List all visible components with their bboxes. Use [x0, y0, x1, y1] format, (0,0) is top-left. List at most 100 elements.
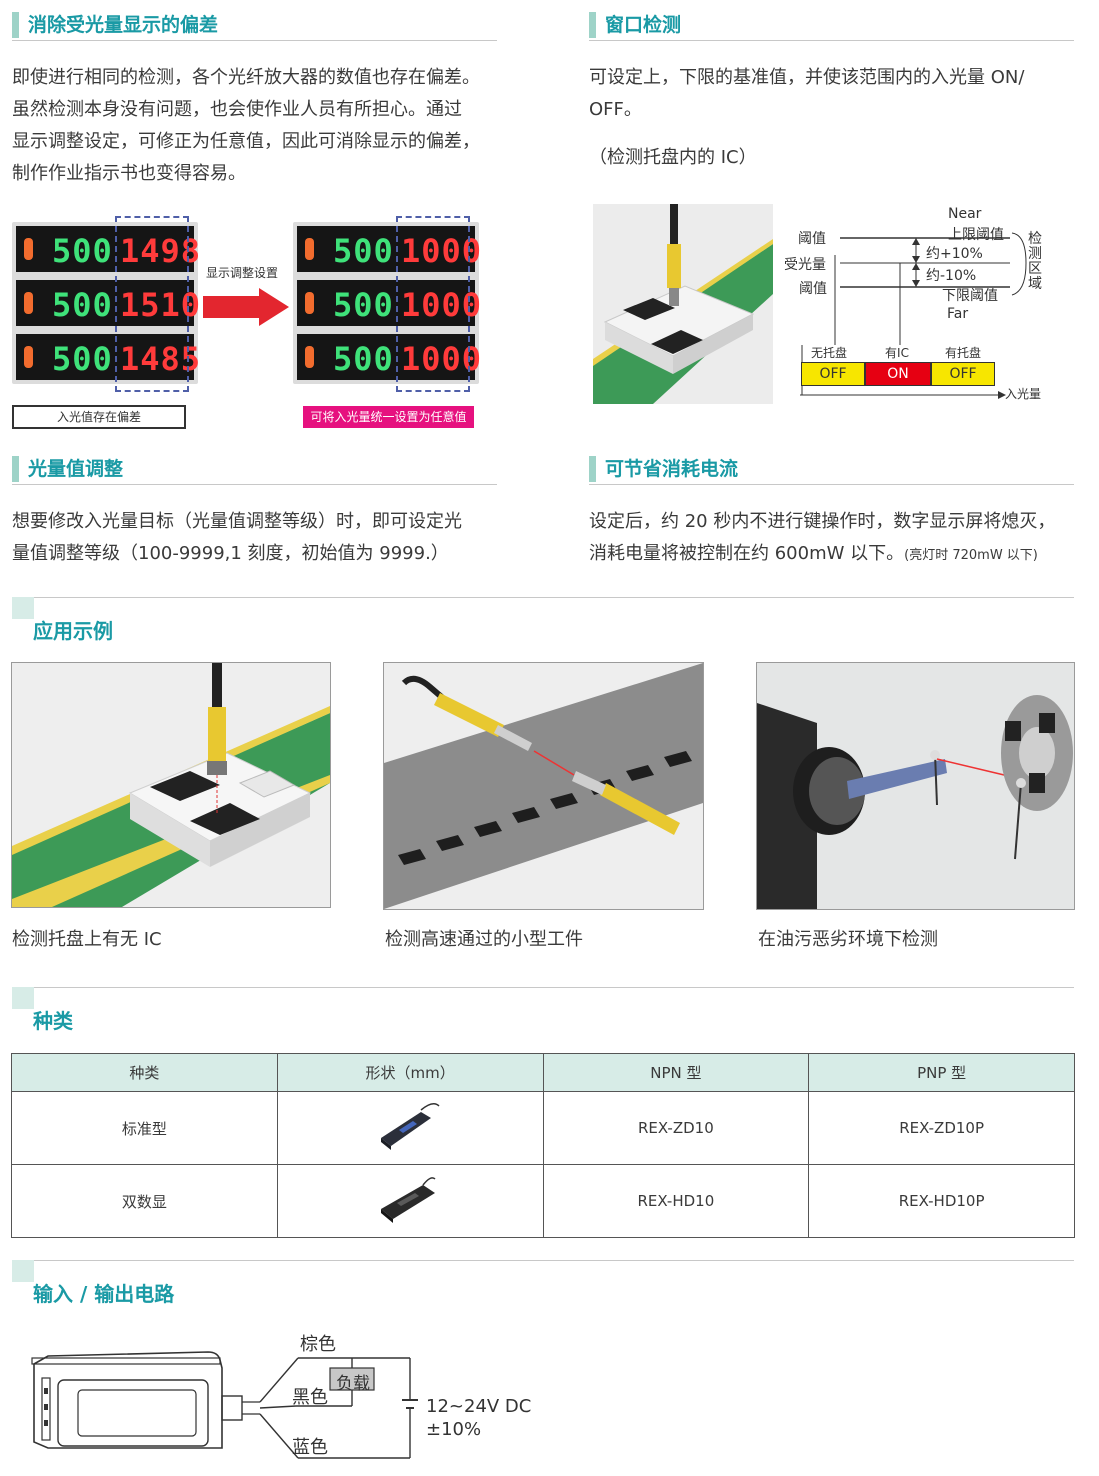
text-line: 量值调整等级（100-9999,1 刻度，初始值为 9999.） [12, 543, 449, 564]
section-title: 应用示例 [33, 619, 113, 643]
divider [12, 987, 1074, 988]
arrow-label: 显示调整设置 [206, 266, 279, 280]
indicator-led [24, 346, 33, 368]
text-line: 设定后，约 20 秒内不进行键操作时，数字显示屏将熄灭， [589, 511, 1056, 532]
brown-wire-label: 棕色 [300, 1334, 336, 1355]
section-header-kinds: 种类 [12, 987, 1074, 1047]
application-photo-ic-tray [11, 662, 331, 908]
blue-wire-label: 蓝色 [292, 1437, 328, 1458]
text-line: 想要修改入光量目标（光量值调整等级）时，即可设定光 [12, 511, 462, 532]
set-value: 500 [333, 232, 394, 270]
indicator-led [305, 238, 314, 260]
section-marker [12, 456, 19, 482]
section-title: 可节省消耗电流 [605, 458, 739, 480]
received-label: 受光量 [784, 257, 826, 273]
section-marker [12, 1260, 34, 1282]
pnp-model-cell: REX-HD10P [808, 1164, 1075, 1238]
offset-description: 即使进行相同的检测，各个光纤放大器的数值也存在偏差。 虽然检测本身没有问题，也会… [12, 62, 512, 190]
application-photo-oil [756, 662, 1075, 910]
measured-value: 1000 [401, 286, 483, 324]
state-label: 无托盘 [810, 346, 847, 360]
measured-value: 1000 [401, 232, 483, 270]
column-header: 种类 [11, 1053, 278, 1092]
io-circuit-diagram [31, 1351, 418, 1459]
application-caption: 检测托盘上有无 IC [12, 929, 162, 950]
measured-value: 1485 [120, 340, 202, 378]
measured-value: 1510 [120, 286, 202, 324]
set-value: 500 [333, 340, 394, 378]
amplifier-standard-image [381, 1103, 440, 1150]
window-note: （检测托盘内的 IC） [589, 147, 757, 168]
section-title: 消除受光量显示的偏差 [28, 14, 219, 36]
npn-model-cell: REX-ZD10 [542, 1091, 810, 1165]
minus-label: 约-10% [926, 268, 977, 284]
text-line: 可设定上，下限的基准值，并使该范围内的入光量 ON/ [589, 67, 1025, 88]
section-header-circuit: 输入 / 输出电路 [12, 1260, 1074, 1320]
state-off: OFF [931, 362, 995, 386]
section-title: 光量值调整 [28, 458, 124, 480]
machining-illustration [757, 663, 1074, 909]
label-after: 可将入光量统一设置为任意值 [303, 406, 474, 428]
application-caption: 在油污恶劣环境下检测 [758, 929, 938, 950]
column-header: 形状（mm） [276, 1053, 544, 1092]
section-marker [589, 12, 596, 38]
zone-label: 检测区域 [1028, 231, 1042, 292]
table-row: 双数显 REX-HD10 REX-HD10P [11, 1164, 1075, 1238]
set-value: 500 [52, 340, 113, 378]
measured-value: 1498 [120, 232, 202, 270]
section-header-offset: 消除受光量显示的偏差 [12, 10, 497, 42]
ic-tray-photo [593, 204, 773, 404]
indicator-led [305, 346, 314, 368]
section-marker [12, 12, 19, 38]
column-header: NPN 型 [542, 1053, 810, 1092]
display-row: 500 1510 [16, 280, 200, 326]
light-description: 想要修改入光量目标（光量值调整等级）时，即可设定光 量值调整等级（100-999… [12, 506, 512, 570]
state-label: 有托盘 [944, 346, 981, 360]
text-line: 虽然检测本身没有问题，也会使作业人员有所担心。通过 [12, 99, 462, 120]
indicator-led [24, 292, 33, 314]
window-description: 可设定上，下限的基准值，并使该范围内的入光量 ON/ OFF。 [589, 62, 1089, 126]
indicator-led [24, 238, 33, 260]
divider [12, 40, 497, 41]
upper-threshold-label: 上限阈值 [948, 227, 1004, 243]
shape-cell [276, 1164, 544, 1238]
window-detection-diagram [800, 232, 1027, 399]
state-label: 有IC [885, 346, 909, 360]
supply-tolerance-label: ±10% [426, 1419, 482, 1440]
pnp-model-cell: REX-ZD10P [808, 1091, 1075, 1165]
text-line: OFF。 [589, 99, 642, 120]
divider [12, 484, 497, 485]
measured-value: 1000 [401, 340, 483, 378]
axis-label: 入光量 [1005, 387, 1042, 401]
section-header-window: 窗口检测 [589, 10, 1074, 42]
threshold-label: 阈值 [799, 281, 827, 297]
application-caption: 检测高速通过的小型工件 [385, 929, 583, 950]
divider [589, 40, 1074, 41]
divider [589, 484, 1074, 485]
shape-cell [276, 1091, 544, 1165]
divider [12, 597, 1074, 598]
right-arrow-icon [203, 288, 289, 326]
divider [12, 1260, 1074, 1261]
text-line: 显示调整设定，可修正为任意值，因此可消除显示的偏差， [12, 131, 480, 152]
amplifier-panel-before: 500 1498 500 1510 500 1485 [12, 222, 202, 384]
column-header: PNP 型 [808, 1053, 1075, 1092]
application-photo-small-parts [383, 662, 704, 910]
section-title: 种类 [33, 1009, 73, 1033]
table-row: 标准型 REX-ZD10 REX-ZD10P [11, 1091, 1075, 1165]
section-marker [589, 456, 596, 482]
section-marker [12, 987, 34, 1009]
threshold-label: 阈值 [798, 231, 826, 247]
table-header-row: 种类 形状（mm） NPN 型 PNP 型 [11, 1053, 1075, 1092]
display-row: 500 1000 [297, 334, 481, 380]
section-title: 窗口检测 [605, 14, 682, 36]
ic-tray-illustration [12, 663, 330, 907]
supply-voltage-label: 12~24V DC [426, 1396, 532, 1417]
highlight-box [396, 216, 470, 392]
set-value: 500 [333, 286, 394, 324]
amplifier-panel-after: 500 1000 500 1000 500 1000 [293, 222, 483, 384]
far-label: Far [947, 306, 969, 322]
plus-label: 约+10% [926, 246, 983, 262]
text-line: 即使进行相同的检测，各个光纤放大器的数值也存在偏差。 [12, 67, 480, 88]
set-value: 500 [52, 286, 113, 324]
